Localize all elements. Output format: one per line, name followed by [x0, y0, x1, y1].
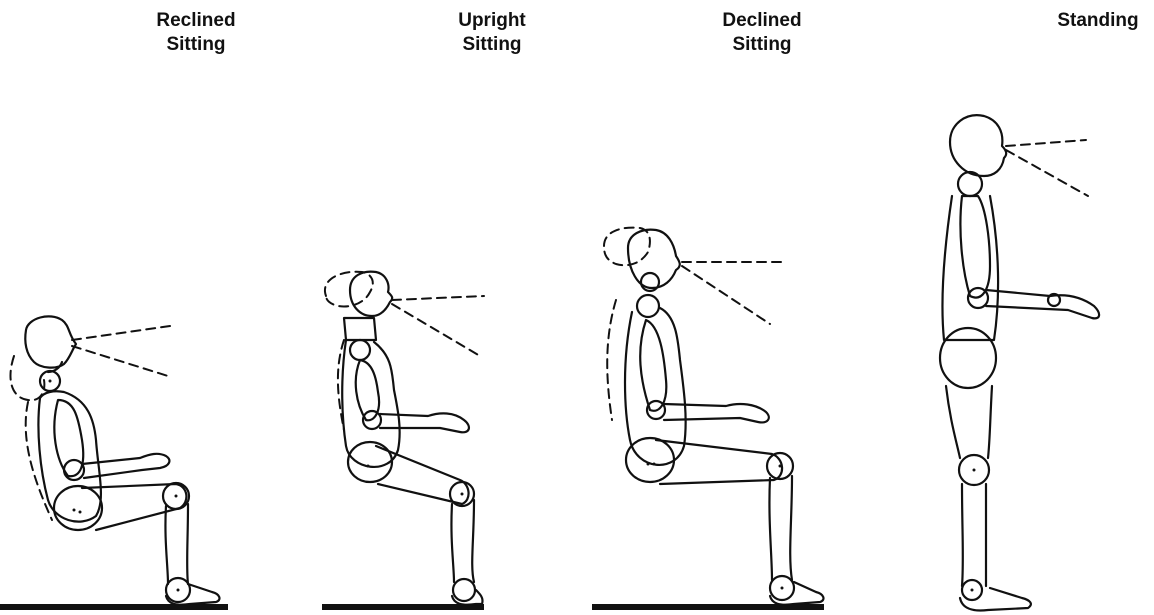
head [950, 115, 1006, 176]
neck-joint [350, 340, 370, 360]
ankle-joint [453, 579, 475, 601]
shin [165, 504, 188, 584]
upright-sitting-figure [322, 272, 484, 610]
pelvis [54, 486, 102, 530]
foot [770, 582, 823, 605]
declined-sitting-figure [592, 228, 824, 610]
standing-figure [940, 115, 1099, 610]
alternate-back-outline [607, 300, 616, 420]
sight-line [1006, 150, 1088, 196]
shin [769, 476, 792, 580]
neck [344, 318, 376, 340]
floor-line [0, 604, 228, 610]
upper-arm [640, 320, 666, 411]
shin [962, 484, 986, 586]
pelvis [626, 438, 674, 482]
forearm-hand [986, 290, 1099, 318]
torso [342, 340, 399, 467]
forearm-hand [380, 413, 469, 432]
neck-joint [958, 172, 982, 196]
sight-line [72, 326, 170, 340]
sight-line [682, 266, 770, 324]
sight-line [392, 304, 480, 356]
pelvis [348, 442, 392, 482]
torso [38, 391, 100, 521]
head [628, 230, 680, 288]
sight-line [72, 346, 168, 376]
sight-line [1006, 140, 1086, 146]
pelvis [940, 328, 996, 388]
thigh [946, 386, 992, 458]
shin [451, 500, 474, 582]
upper-arm [54, 400, 83, 476]
forearm-hand [82, 454, 169, 478]
head [25, 316, 76, 367]
reclined-sitting-figure [0, 316, 228, 610]
sight-line [392, 296, 484, 300]
alternate-head-outline [325, 272, 373, 307]
upper-arm [960, 196, 990, 298]
neck-joint [637, 295, 659, 317]
forearm-hand [664, 404, 769, 422]
floor-line [322, 604, 484, 610]
